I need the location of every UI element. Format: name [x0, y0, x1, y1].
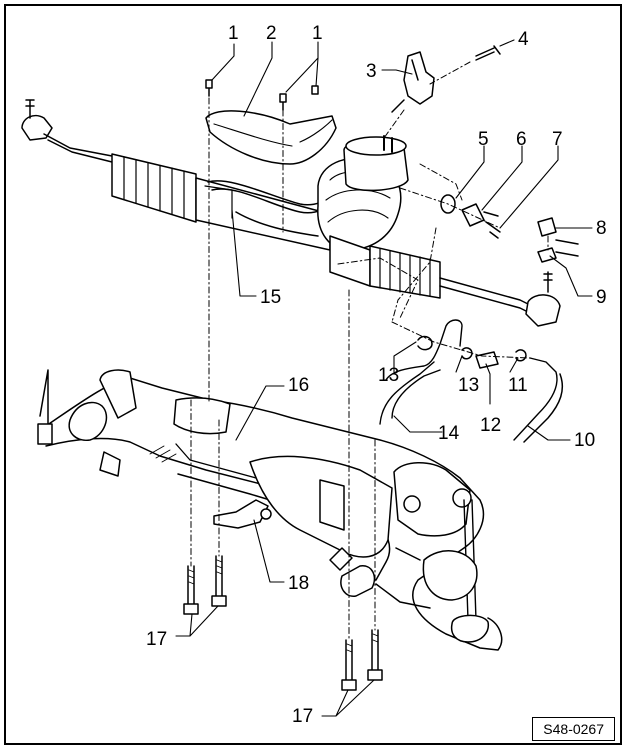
hose-14 [385, 319, 463, 381]
callout-3: 3 [366, 61, 377, 82]
callout-16: 16 [288, 375, 310, 396]
callout-1: 1 [312, 23, 323, 44]
callout-10: 10 [574, 430, 596, 451]
callout-17: 17 [146, 629, 168, 650]
subframe [37, 369, 503, 651]
callout-6: 6 [516, 129, 527, 150]
callout-18: 18 [288, 573, 310, 594]
callout-15: 15 [260, 287, 282, 308]
callout-9: 9 [596, 287, 607, 308]
pipe-10 [513, 357, 558, 441]
bolt-1b [279, 85, 319, 111]
leader-lines [175, 39, 593, 717]
callout-2: 2 [266, 23, 277, 44]
callout-17: 17 [292, 706, 314, 727]
steering-rack [21, 99, 561, 327]
fitting-6 [461, 203, 499, 227]
boot-left [111, 153, 197, 223]
callout-5: 5 [478, 129, 489, 150]
bracket-18 [213, 499, 269, 529]
callout-13: 13 [378, 365, 400, 386]
clip-13b [461, 347, 473, 360]
o-ring-5 [440, 194, 456, 214]
callout-12: 12 [480, 415, 502, 436]
figure-code: S48-0267 [532, 717, 615, 741]
bolts-17 [183, 555, 383, 691]
washer-9 [537, 247, 557, 263]
callout-13: 13 [458, 375, 480, 396]
callout-11: 11 [508, 375, 528, 396]
callout-1: 1 [228, 23, 239, 44]
screw-4 [475, 45, 501, 61]
assembly-axes [190, 61, 549, 641]
bolt-1a [205, 79, 213, 97]
heat-shield [205, 110, 337, 165]
sensor-3 [403, 51, 435, 105]
tie-rod-end-right [525, 294, 561, 327]
nut-8 [537, 217, 557, 237]
callout-4: 4 [518, 29, 529, 50]
callout-14: 14 [438, 423, 460, 444]
callout-8: 8 [596, 218, 607, 239]
pipe-7 [485, 221, 501, 239]
clip-13a [417, 335, 433, 351]
seal-11 [515, 349, 527, 362]
callout-7: 7 [552, 129, 563, 150]
